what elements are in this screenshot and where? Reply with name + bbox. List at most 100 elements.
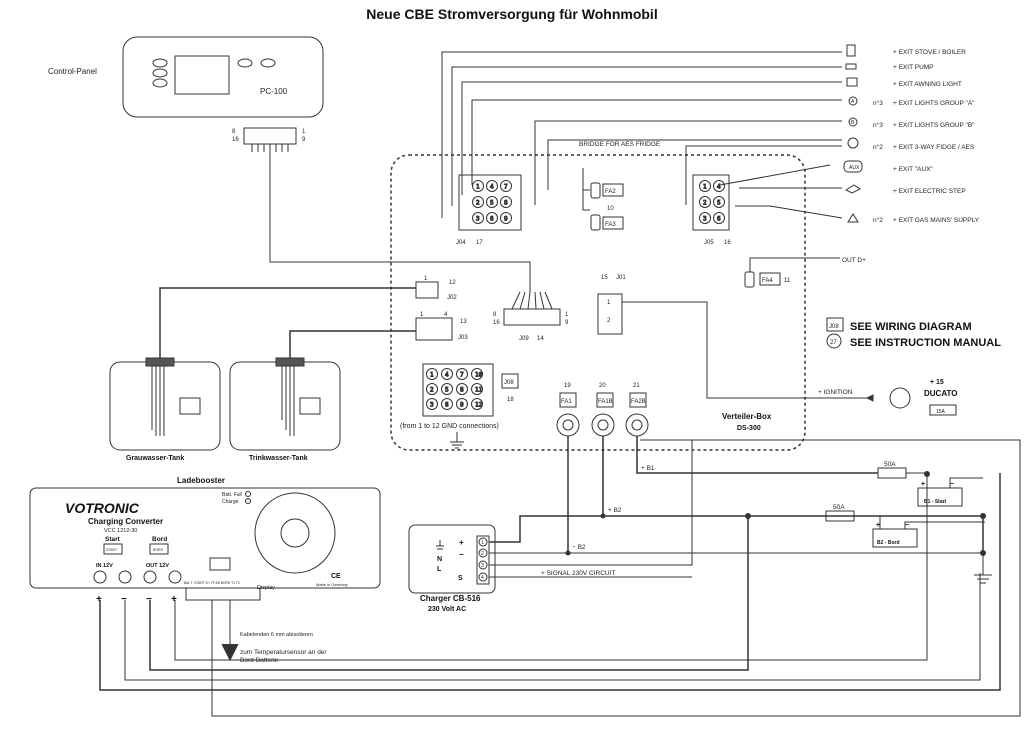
fuse-icon [590, 182, 601, 199]
svg-text:9: 9 [565, 320, 569, 326]
verteiler-box [390, 154, 806, 451]
j04-pin-label: 1 [476, 184, 480, 191]
svg-text:Start: Start [105, 536, 121, 543]
svg-text:FA4: FA4 [762, 278, 773, 284]
svg-text:FA1: FA1 [561, 399, 572, 405]
svg-text:1: 1 [481, 540, 484, 546]
label-fa3 [602, 216, 624, 230]
gnd-pin-label: 12 [475, 402, 483, 409]
trinkwasser-label: Trinkwasser-Tank [249, 455, 308, 462]
svg-text:FA3: FA3 [605, 222, 616, 228]
svg-text:J08: J08 [829, 324, 839, 330]
svg-text:N: N [437, 556, 442, 563]
fridge-icon [847, 137, 859, 149]
output-label: + EXIT LIGHTS GROUP "A" [893, 100, 975, 107]
svg-text:17: 17 [476, 240, 483, 246]
svg-text:50A: 50A [884, 461, 896, 468]
gnd-pin [471, 368, 483, 380]
gnd-pin [471, 398, 483, 410]
legend-wiring: SEE WIRING DIAGRAM [850, 321, 972, 333]
svg-text:−: − [950, 481, 954, 488]
svg-text:+ 15: + 15 [930, 379, 944, 386]
output-label: + EXIT GAS MAINS' SUPPLY [893, 217, 980, 224]
control-panel-display [174, 55, 230, 95]
panel-button-icon [260, 58, 276, 68]
label-j08 [501, 373, 519, 389]
gnd-pin [471, 383, 483, 395]
panel-cable [269, 152, 531, 292]
svg-text:VCC 1212-30: VCC 1212-30 [104, 528, 137, 534]
svg-text:13: 13 [460, 319, 467, 325]
battery-start [917, 487, 963, 507]
wire-b1-label: + B1 [641, 465, 655, 472]
svg-text:16: 16 [232, 137, 239, 143]
battery-start-label: B1 - Start [924, 499, 947, 505]
trinkwasser-tank [229, 361, 341, 451]
svg-text:J08: J08 [504, 380, 514, 386]
label-fa2b [629, 392, 647, 408]
gnd-pin [426, 383, 438, 395]
ground-icon [450, 432, 464, 449]
light-a-icon [848, 96, 858, 106]
svg-text:50A: 50A [833, 504, 845, 511]
gnd-pin [456, 383, 468, 395]
output-label: + EXIT STOVE / BOILER [893, 49, 966, 56]
j05-pin [699, 212, 711, 224]
j04-pin [486, 180, 498, 192]
control-panel-label: Control-Panel [48, 67, 97, 76]
svg-text:−: − [459, 550, 464, 559]
verteiler-name: Verteiler-Box [722, 412, 772, 421]
output-label: + EXIT PUMP [893, 64, 934, 71]
svg-text:+: + [921, 481, 925, 488]
svg-text:+: + [459, 538, 464, 547]
charger-cb516 [408, 524, 496, 594]
svg-text:J05: J05 [704, 240, 714, 246]
water-icon [299, 397, 321, 415]
label-fa2 [602, 183, 624, 197]
gnd-pin [426, 398, 438, 410]
svg-text:15A: 15A [936, 409, 946, 415]
light-b-icon [848, 117, 858, 127]
battery-bord-label: B2 - Bord [877, 540, 900, 546]
panel-button-icon [152, 58, 168, 68]
svg-text:Charge: Charge [222, 499, 239, 505]
svg-text:4: 4 [444, 312, 448, 318]
svg-text:14: 14 [537, 336, 544, 342]
svg-text:Made in Germany: Made in Germany [316, 582, 348, 587]
svg-text:zum Temperatursensor an der: zum Temperatursensor an der [240, 649, 327, 656]
output-qty: n°3 [873, 121, 883, 129]
svg-text:2: 2 [607, 318, 611, 324]
panel-button-icon [152, 68, 168, 78]
svg-text:IN 12V: IN 12V [96, 563, 113, 569]
label-fa4 [759, 272, 781, 286]
svg-text:J03: J03 [458, 335, 468, 341]
output-qty: n°2 [873, 216, 883, 224]
pump-icon [845, 63, 857, 70]
j04-pin-label: 4 [490, 184, 494, 191]
charger-ac: 230 Volt AC [428, 606, 466, 613]
svg-text:OUT 12V: OUT 12V [146, 563, 169, 569]
output-label: + EXIT ELECTRIC STEP [893, 188, 966, 195]
j05-pin [713, 212, 725, 224]
svg-text:21: 21 [633, 383, 640, 389]
svg-text:+: + [876, 522, 880, 529]
fuse-icon [744, 271, 755, 288]
svg-text:Batt. Full: Batt. Full [222, 492, 242, 498]
awning-light-icon [846, 77, 858, 87]
verteiler-model: DS-300 [737, 425, 761, 432]
votronic-brand: VOTRONIC [65, 500, 140, 516]
bord-button [149, 543, 169, 555]
output-qty: n°2 [873, 143, 883, 151]
svg-text:+: + [96, 594, 102, 605]
svg-text:11: 11 [784, 278, 791, 284]
j04-pin [472, 180, 484, 192]
svg-text:−: − [146, 594, 152, 605]
j04-pin-label: 6 [490, 216, 494, 223]
svg-text:CE: CE [331, 573, 341, 580]
ducato-fuse [929, 404, 957, 416]
output-label: + EXIT AWNING LIGHT [893, 81, 962, 88]
j05-pin-label: 6 [717, 216, 721, 223]
ground-icon [974, 555, 992, 584]
ladebooster-label: Ladebooster [177, 476, 225, 485]
gnd-pin-label: 2 [430, 387, 434, 394]
